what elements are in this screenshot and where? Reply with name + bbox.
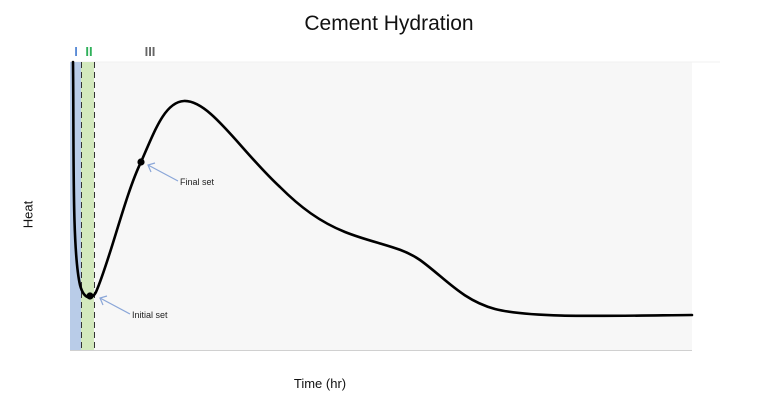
initial-set-arrow-icon (99, 295, 131, 315)
heat-curve (71, 60, 694, 318)
final-set-point (137, 158, 145, 166)
initial-set-label: Initial set (132, 310, 168, 320)
initial-set-point (86, 292, 94, 300)
stage-label-iii: III (145, 44, 156, 59)
chart-title: Cement Hydration (304, 12, 474, 35)
stage-ii-region (81, 62, 94, 350)
final-set-label: Final set (180, 177, 215, 187)
x-axis-label: Time (hr) (293, 376, 347, 391)
plot-area (70, 62, 692, 350)
stage-i-region (70, 62, 81, 350)
stage-label-ii: II (85, 44, 92, 59)
stage-label-i: I (74, 44, 78, 59)
final-set-arrow-icon (147, 162, 179, 182)
